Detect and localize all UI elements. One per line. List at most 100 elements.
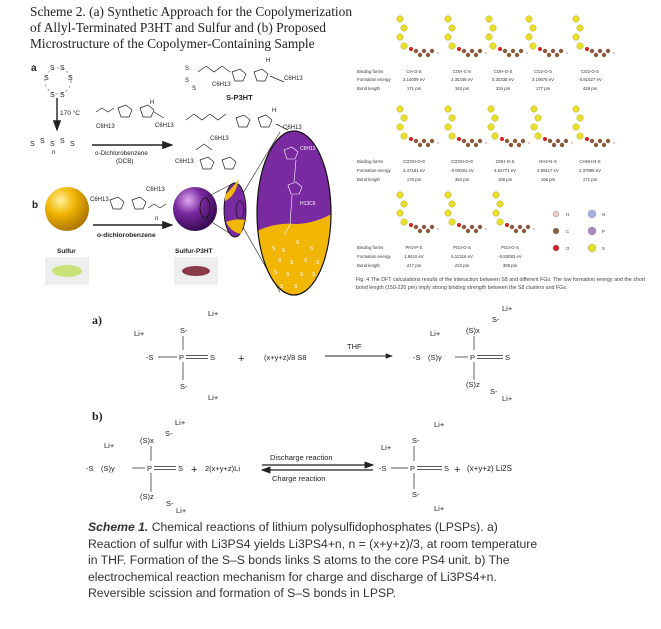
svg-text:S-: S- bbox=[165, 429, 173, 438]
svg-text:S-: S- bbox=[490, 387, 498, 396]
dft-cell-form: CO2-O-S bbox=[581, 69, 599, 74]
sulfur-atom bbox=[400, 114, 408, 122]
svg-text:S: S bbox=[50, 92, 55, 99]
svg-text:(S)x: (S)x bbox=[466, 326, 480, 335]
molecule-model bbox=[396, 15, 440, 58]
svg-text:n: n bbox=[52, 150, 55, 156]
carbon-atom bbox=[514, 52, 520, 58]
dft-row-label: Formation energy bbox=[357, 254, 392, 259]
svg-text:(S)z: (S)z bbox=[140, 492, 154, 501]
molecule-model bbox=[485, 15, 529, 58]
scheme1-caption: Scheme 1. Chemical reactions of lithium … bbox=[88, 519, 538, 602]
fig4-caption: Fig. 4 The DFT calculations results of t… bbox=[356, 277, 646, 291]
carbon-atom bbox=[558, 48, 564, 54]
molecule-model bbox=[444, 105, 488, 148]
svg-text:S: S bbox=[60, 65, 65, 72]
carbon-atom bbox=[413, 48, 419, 54]
dft-cell-length: 384 pm bbox=[455, 177, 470, 182]
sulfur-atom bbox=[529, 24, 537, 32]
svg-text:Li+: Li+ bbox=[502, 304, 513, 313]
dft-cell-length: 171 pm bbox=[407, 86, 422, 91]
hydrogen-atom bbox=[436, 141, 440, 145]
molecule-model bbox=[492, 191, 536, 234]
dft-cell-energy: 2.35346 eV bbox=[451, 77, 473, 82]
sulfur-atom bbox=[396, 33, 404, 41]
sulfur-atom bbox=[448, 132, 456, 140]
molecule-model bbox=[525, 15, 569, 58]
carbon-atom bbox=[502, 48, 508, 54]
svg-text:C6H13: C6H13 bbox=[90, 197, 109, 203]
lithium-reagent: 2(x+y+z)Li bbox=[205, 464, 240, 473]
solvent-a-label: o-Dichlorobenzene bbox=[95, 150, 148, 157]
svg-text:S: S bbox=[40, 138, 45, 145]
hydrogen-atom bbox=[484, 141, 488, 145]
carbon-atom bbox=[597, 48, 603, 54]
carbon-atom bbox=[417, 228, 423, 234]
hydrogen-atom bbox=[612, 51, 616, 55]
sulfur-atom bbox=[534, 132, 542, 140]
temperature-label: 170 °C bbox=[60, 109, 80, 117]
dft-cell-form: COOH-O-S bbox=[403, 159, 425, 164]
sulfur-atom bbox=[448, 42, 456, 50]
sulfur-atom bbox=[396, 191, 404, 199]
svg-text:S-: S- bbox=[166, 499, 174, 508]
svg-text:Li+: Li+ bbox=[134, 329, 145, 338]
molecule-model bbox=[487, 105, 531, 148]
legend-swatch-O bbox=[552, 244, 560, 252]
svg-text:C6H13: C6H13 bbox=[283, 125, 302, 131]
sulfur-atom bbox=[491, 114, 499, 122]
molecule-model bbox=[444, 191, 488, 234]
product-a-label: S-P3HT bbox=[226, 93, 253, 102]
carbon-atom bbox=[473, 52, 479, 58]
svg-text:-S: -S bbox=[379, 464, 387, 473]
oxygen-atom bbox=[409, 47, 413, 51]
svg-text:C6H13: C6H13 bbox=[210, 136, 229, 142]
dft-row-label: Binding forms bbox=[357, 245, 383, 250]
scheme2-panel-a: a S S S S S S 170 °C S S S S S n bbox=[30, 58, 303, 170]
dft-cell-energy: 0.30338 eV bbox=[492, 77, 514, 82]
sulfur-atom bbox=[485, 33, 493, 41]
svg-text:+: + bbox=[238, 353, 244, 365]
sulfur-atom bbox=[530, 123, 538, 131]
sulfur-atom bbox=[400, 132, 408, 140]
oxygen-atom bbox=[409, 223, 413, 227]
carbon-atom bbox=[551, 142, 557, 148]
carbon-atom bbox=[512, 138, 518, 144]
sulfur-atom bbox=[400, 24, 408, 32]
carbon-atom bbox=[429, 48, 435, 54]
sulfur-atom bbox=[525, 33, 533, 41]
legend-swatch-H bbox=[552, 210, 560, 218]
hydrogen-atom bbox=[565, 51, 569, 55]
svg-text:Li+: Li+ bbox=[502, 394, 513, 403]
carbon-atom bbox=[477, 138, 483, 144]
allyl-p3ht-monomer bbox=[95, 104, 165, 119]
dft-row-label: Binding forms bbox=[357, 159, 383, 164]
dft-cell-length: 217 pm bbox=[407, 263, 422, 268]
sulfur-atom bbox=[525, 15, 533, 23]
oxygen-atom bbox=[457, 137, 461, 141]
s-p3ht-structure bbox=[185, 65, 289, 170]
sulfur-sphere bbox=[45, 187, 89, 231]
legend-label: O bbox=[566, 246, 570, 251]
carbon-atom bbox=[413, 224, 419, 230]
svg-text:S-: S- bbox=[180, 326, 188, 335]
sulfur-atom bbox=[400, 42, 408, 50]
svg-text:P: P bbox=[470, 353, 475, 362]
sulfur-atom bbox=[572, 105, 580, 113]
svg-text:S-: S- bbox=[492, 315, 500, 324]
equilibrium-arrows bbox=[260, 461, 375, 474]
sulfur-atom bbox=[576, 24, 584, 32]
svg-text:Li+: Li+ bbox=[176, 506, 187, 515]
svg-text:C6H13: C6H13 bbox=[212, 82, 231, 88]
li3ps4n-product: Li+ S- (S)x Li+ -S (S)y P S (S)z S- Li+ bbox=[413, 304, 513, 403]
carbon-atom bbox=[513, 228, 519, 234]
dft-cell-length: 428 pm bbox=[583, 86, 598, 91]
oxygen-atom bbox=[538, 47, 542, 51]
svg-text:S: S bbox=[178, 464, 183, 473]
sulfur-atom bbox=[448, 114, 456, 122]
sulfur-atom-label: S bbox=[286, 272, 290, 278]
sulfur-atom-label: S bbox=[274, 270, 278, 276]
carbon-atom bbox=[601, 52, 607, 58]
